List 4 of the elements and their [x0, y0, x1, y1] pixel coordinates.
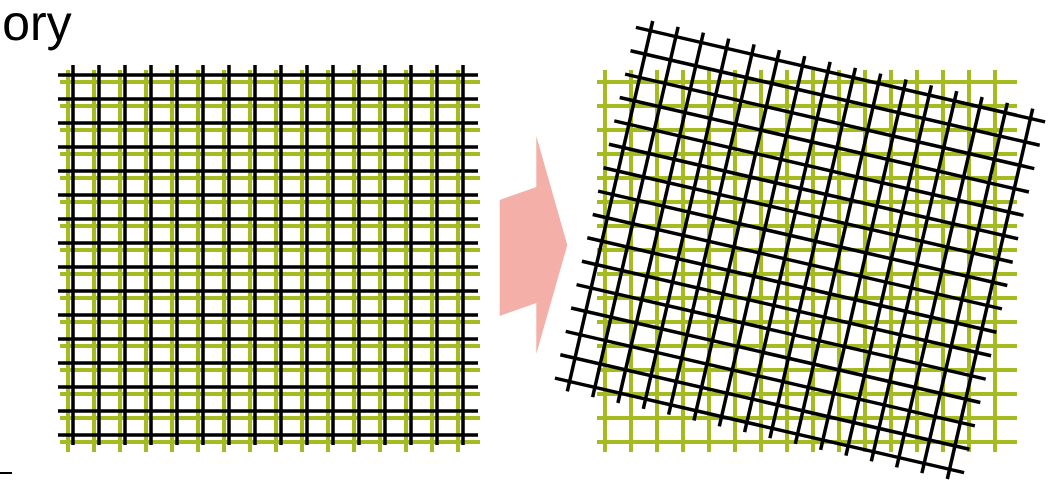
heading-text: ory — [4, 13, 72, 51]
grid-drawing — [554, 20, 1046, 480]
block-arrow — [499, 136, 568, 354]
grid-drawing — [58, 65, 480, 452]
